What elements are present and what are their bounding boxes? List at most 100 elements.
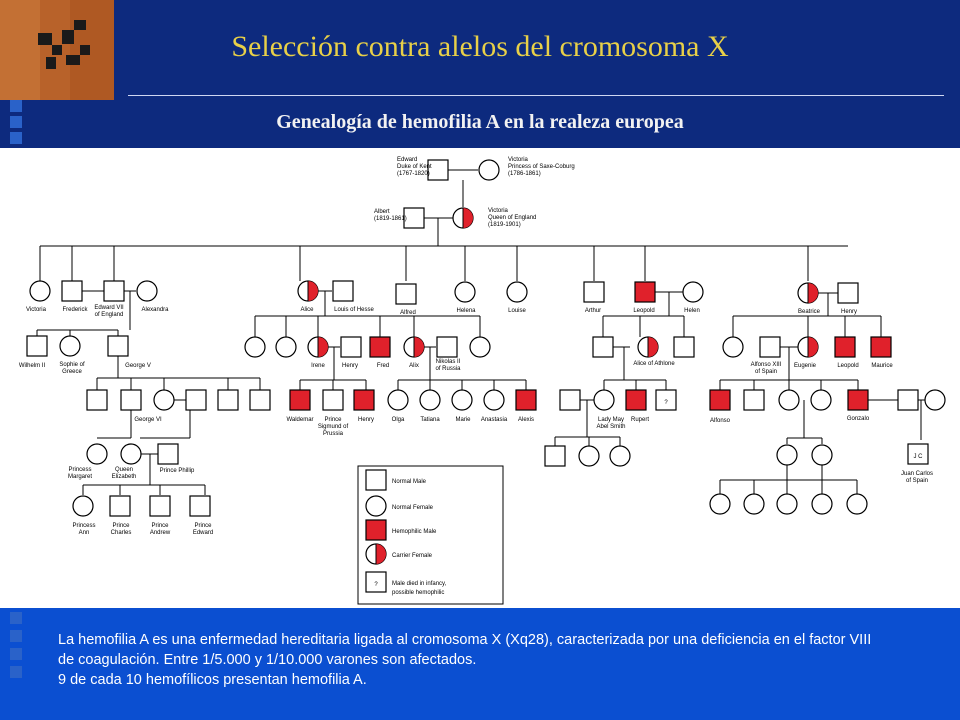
male-symbol <box>289 389 311 411</box>
label-frederick: Frederick <box>62 307 88 313</box>
label-margaret: Princess <box>68 467 91 473</box>
male-symbol <box>655 389 677 411</box>
male-symbol <box>109 495 131 517</box>
question-mark: ? <box>664 400 668 406</box>
carrier-half <box>808 337 818 357</box>
carrier-half <box>808 283 818 303</box>
male-symbol <box>322 389 344 411</box>
label-alfonso-xiii: of Spain <box>755 369 777 375</box>
male-symbol <box>436 336 458 358</box>
female-symbol <box>722 336 744 358</box>
male-symbol <box>743 389 765 411</box>
legend-label: Normal Female <box>392 505 434 511</box>
label-philip: Prince Phillip <box>160 468 195 474</box>
label-elizabeth: Queen <box>115 467 133 473</box>
label-alexis: Alexis <box>518 417 534 423</box>
male-symbol <box>897 389 919 411</box>
label-tatiana: Tatiana <box>420 417 440 423</box>
female-symbol <box>609 445 631 467</box>
label-sigmund: Prince <box>324 417 342 423</box>
male-symbol <box>189 495 211 517</box>
female-symbol <box>506 281 528 303</box>
female-symbol <box>709 493 731 515</box>
male-symbol <box>26 335 48 357</box>
female-symbol <box>29 280 51 302</box>
legend-label: Hemophilic Male <box>392 529 437 535</box>
label-rupert: Rupert <box>631 417 649 423</box>
male-symbol <box>559 389 581 411</box>
label-anastasia: Anastasia <box>481 417 508 423</box>
label-wilhelm: Wilhelm II <box>19 363 46 369</box>
male-symbol <box>369 336 391 358</box>
male-symbol <box>403 207 425 229</box>
jc-initials: J C <box>914 454 924 460</box>
male-symbol <box>544 445 566 467</box>
male-symbol <box>217 389 239 411</box>
label-irene: Irene <box>311 363 325 369</box>
label-victoria-coburg: (1786-1861) <box>508 171 541 177</box>
label-alfonso: Alfonso <box>710 418 731 424</box>
label-alice-athlone: Alice of Athlone <box>633 361 675 367</box>
label-maurice: Maurice <box>871 363 893 369</box>
label-nicholas: Nikolas II <box>436 359 461 365</box>
label-queen-victoria: Victoria <box>488 208 509 214</box>
male-symbol <box>395 283 417 305</box>
label-sophie: Sophie of <box>59 362 85 368</box>
female-symbol <box>153 389 175 411</box>
male-symbol <box>353 389 375 411</box>
legend-label: possible hemophilic <box>392 590 444 596</box>
label-henry3: Henry <box>358 417 374 423</box>
female-symbol <box>810 389 832 411</box>
female-symbol <box>811 493 833 515</box>
footer-band: La hemofilia A es una enfermedad heredit… <box>0 608 960 720</box>
label-helena: Helena <box>456 308 476 314</box>
label-juan-carlos: Juan Carlos <box>901 471 933 477</box>
male-symbol <box>583 281 605 303</box>
female-symbol <box>593 389 615 411</box>
legend-label: Carrier Female <box>392 553 433 559</box>
male-symbol <box>427 159 449 181</box>
carrier-half <box>376 544 386 564</box>
label-alice: Alice <box>300 307 314 313</box>
label-edward-p: Edward <box>193 530 213 536</box>
male-symbol <box>515 389 537 411</box>
label-andrew: Andrew <box>150 530 171 536</box>
male-symbol <box>340 336 362 358</box>
label-olga: Olga <box>392 417 405 423</box>
male-symbol <box>907 443 929 465</box>
label-nicholas: of Russia <box>435 366 461 372</box>
label-arthur: Arthur <box>585 308 601 314</box>
legend-male-symbol <box>365 469 387 491</box>
header-band: Selección contra alelos del cromosoma X … <box>0 0 960 148</box>
label-alexandra: Alexandra <box>141 307 169 313</box>
male-symbol <box>870 336 892 358</box>
label-edward-p: Prince <box>194 523 212 529</box>
logo-graphic <box>0 0 114 100</box>
male-symbol <box>834 336 856 358</box>
label-edward-vii: Edward VII <box>94 305 124 311</box>
female-symbol <box>469 336 491 358</box>
label-elizabeth: Elizabeth <box>112 474 137 480</box>
label-margaret: Margaret <box>68 474 92 480</box>
label-albert: (1819-1861) <box>374 216 407 222</box>
female-symbol <box>743 493 765 515</box>
female-symbol <box>924 389 946 411</box>
label-victoria: Victoria <box>26 307 47 313</box>
slide-subtitle: Genealogía de hemofilia A en la realeza … <box>276 111 684 133</box>
caption-text: La hemofilia A es una enfermedad heredit… <box>58 630 948 690</box>
label-andrew: Prince <box>151 523 169 529</box>
caption-line: 9 de cada 10 hemofílicos presentan hemof… <box>58 672 367 688</box>
label-edward: (1767-1820) <box>397 171 430 177</box>
legend-question-symbol <box>365 571 387 593</box>
label-queen-victoria: Queen of England <box>488 215 536 221</box>
university-logo <box>0 0 114 100</box>
label-eugenie: Eugenie <box>794 363 817 369</box>
female-symbol <box>419 389 441 411</box>
label-sophie: Greece <box>62 369 82 375</box>
label-gonzalo: Gonzalo <box>847 416 870 422</box>
female-symbol <box>454 281 476 303</box>
label-queen-victoria: (1819-1901) <box>488 222 521 228</box>
female-symbol <box>120 443 142 465</box>
label-henry: Henry <box>841 309 857 315</box>
male-symbol <box>837 282 859 304</box>
